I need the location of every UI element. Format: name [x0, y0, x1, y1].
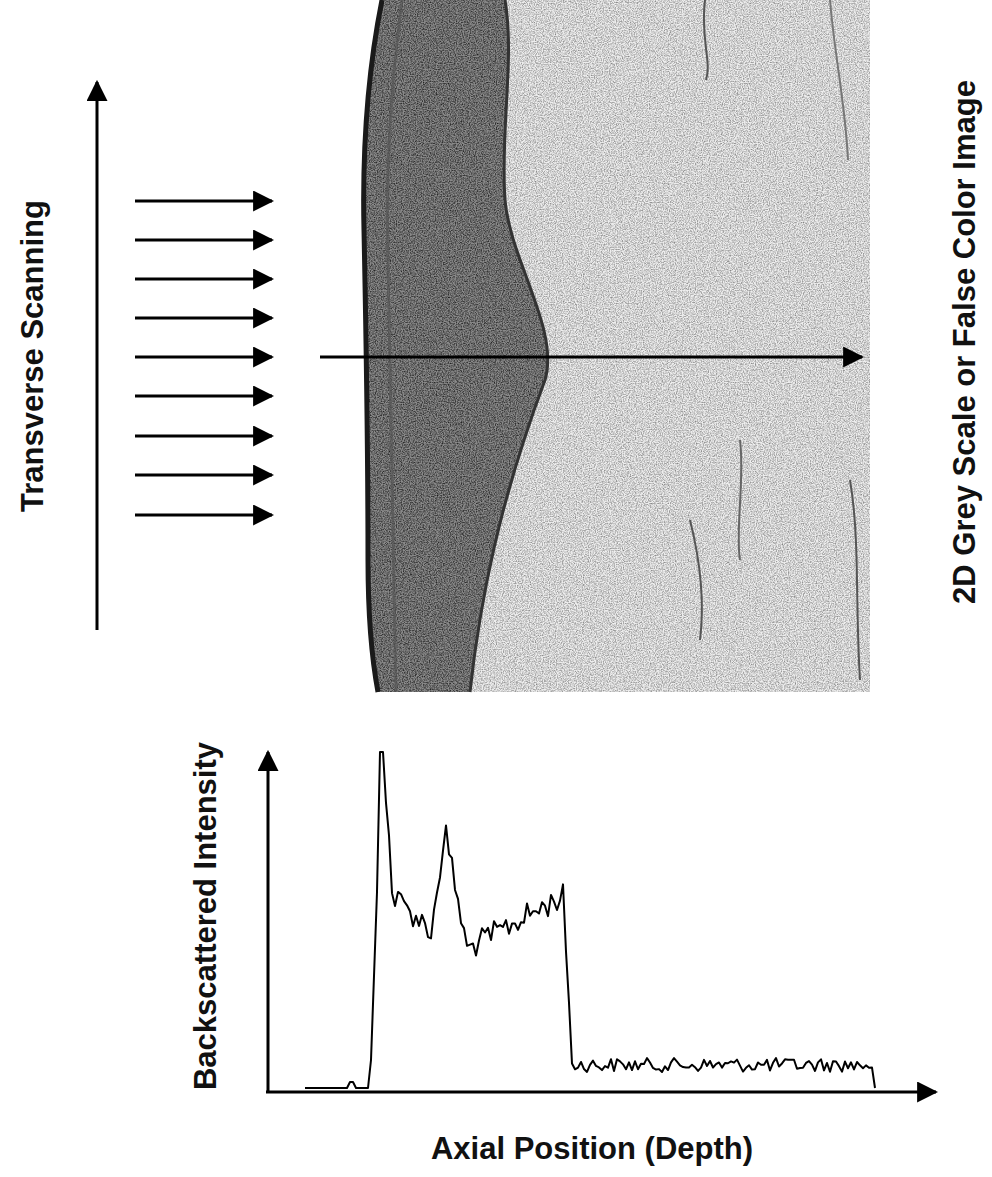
intensity-line	[305, 752, 875, 1088]
scan-arrows	[97, 82, 862, 630]
axis-label: Backscattered Intensity	[190, 742, 221, 1090]
plot-axes	[266, 752, 936, 1092]
axis-label: Axial Position (Depth)	[431, 1133, 753, 1164]
oct-image	[290, 0, 870, 692]
intensity-trace	[305, 752, 875, 1088]
axis-label: Transverse Scanning	[17, 200, 48, 512]
image-label: 2D Grey Scale or False Color Image	[949, 80, 980, 604]
